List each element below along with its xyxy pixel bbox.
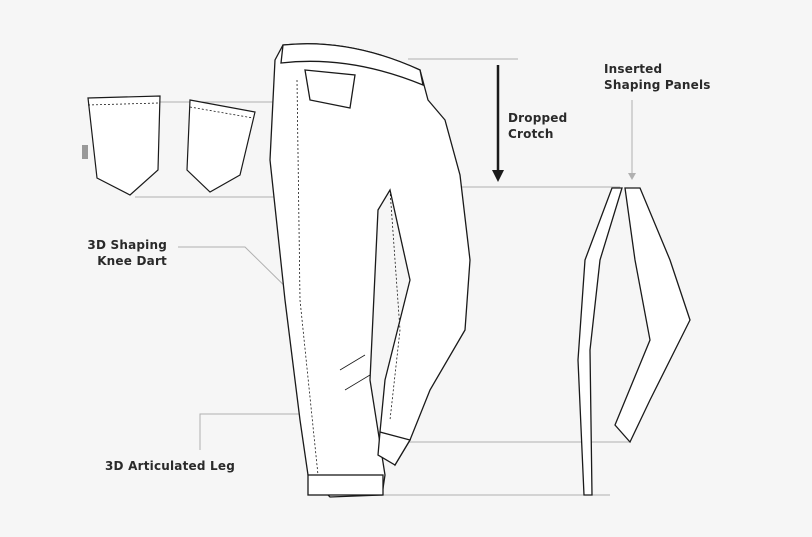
label-line: Crotch [508,127,554,141]
label-line: Knee Dart [97,254,167,268]
label-articulated-leg: 3D Articulated Leg [105,459,236,473]
label-line: Dropped [508,111,568,125]
jeans [269,43,471,498]
label-dropped-crotch: Dropped Crotch [508,110,567,142]
panel-left [577,187,623,496]
label-line: Shaping Panels [604,78,711,92]
front-pocket [304,69,356,109]
panels-arrow [628,173,636,180]
label-knee-dart: 3D Shaping Knee Dart [40,237,167,269]
back-cuff [377,431,412,466]
back-pockets [82,95,256,196]
label-line: Inserted [604,62,663,76]
back-pocket-left [87,95,161,196]
cuff [307,474,384,496]
label-line: 3D Shaping [87,238,167,252]
leader-leg [199,413,340,450]
panel-right [614,187,691,444]
jeans-body [269,43,471,498]
waistband [280,43,424,87]
back-pocket-right [186,99,256,193]
shaping-panels [577,187,691,496]
label-inserted-panels: Inserted Shaping Panels [604,61,711,93]
crotch-arrow [492,65,504,182]
